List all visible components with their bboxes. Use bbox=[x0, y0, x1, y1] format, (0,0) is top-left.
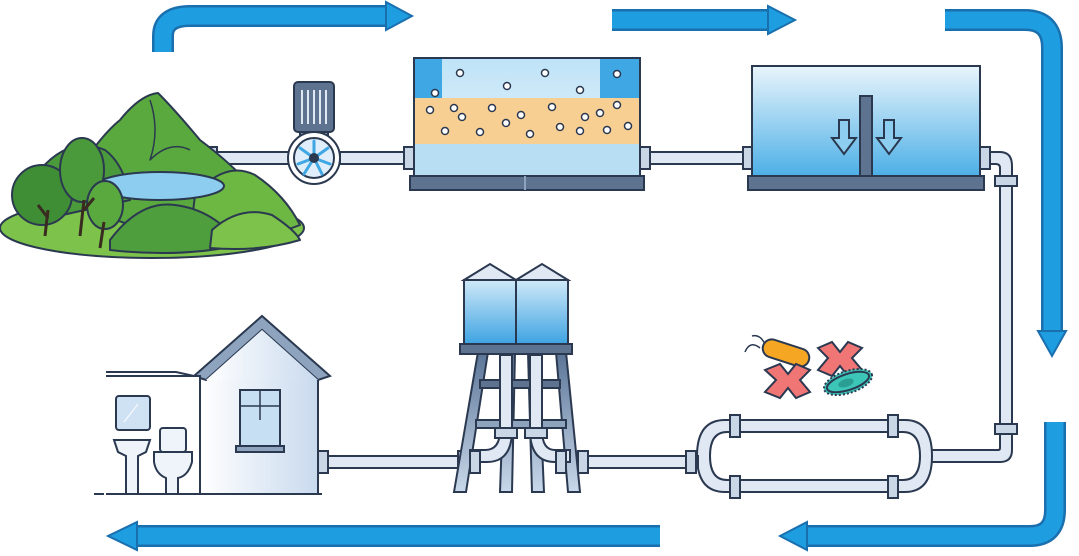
filter-tank-base bbox=[409, 175, 645, 191]
filter-sand-layer bbox=[414, 98, 640, 144]
flow-arrow-top-1 bbox=[152, 0, 415, 52]
tower-roof-right bbox=[512, 262, 572, 281]
sand-filter-tank-icon bbox=[409, 57, 645, 191]
flow-arrow-top-2 bbox=[612, 4, 798, 36]
bacteria-removal-icon bbox=[744, 334, 874, 400]
source-mountain-lake-icon bbox=[0, 92, 305, 259]
filter-water-top-right bbox=[600, 58, 640, 98]
toilet-icon bbox=[153, 427, 193, 495]
water-tower-icon bbox=[452, 262, 582, 493]
tower-tank-right bbox=[515, 279, 569, 345]
tower-roof-left bbox=[460, 262, 520, 281]
settling-tank-icon bbox=[747, 65, 985, 191]
cross-icon-left bbox=[763, 362, 812, 400]
pipe-filter-to-settling bbox=[639, 151, 753, 165]
disinfection-pipe-loop bbox=[695, 419, 934, 493]
pipe-disinfection-to-tower bbox=[569, 455, 699, 469]
down-arrow-left-icon bbox=[830, 119, 858, 156]
tree-cluster bbox=[11, 137, 124, 249]
bacteria-oval-icon bbox=[822, 367, 874, 397]
settling-tank-base bbox=[747, 175, 985, 191]
pipe-tower-to-house bbox=[317, 455, 471, 469]
house-icon bbox=[94, 314, 332, 495]
flow-arrow-bottom-left bbox=[105, 520, 660, 552]
settling-baffle bbox=[859, 95, 873, 179]
pipe-settling-down bbox=[929, 151, 1013, 463]
bacteria-rod-icon bbox=[744, 334, 811, 368]
down-arrow-right-icon bbox=[875, 119, 903, 156]
filter-particles bbox=[425, 68, 633, 139]
bathroom-mirror bbox=[115, 395, 151, 431]
filter-bottom-water bbox=[414, 144, 640, 178]
tower-platform bbox=[459, 343, 573, 355]
pipe-pump-to-filter bbox=[339, 151, 413, 165]
flow-arrow-right-down bbox=[945, 9, 1068, 359]
flow-arrows bbox=[105, 0, 1068, 552]
intake-pump-icon bbox=[287, 81, 341, 185]
flow-arrow-bottom-right bbox=[777, 422, 1066, 552]
tower-tank-left bbox=[463, 279, 517, 345]
